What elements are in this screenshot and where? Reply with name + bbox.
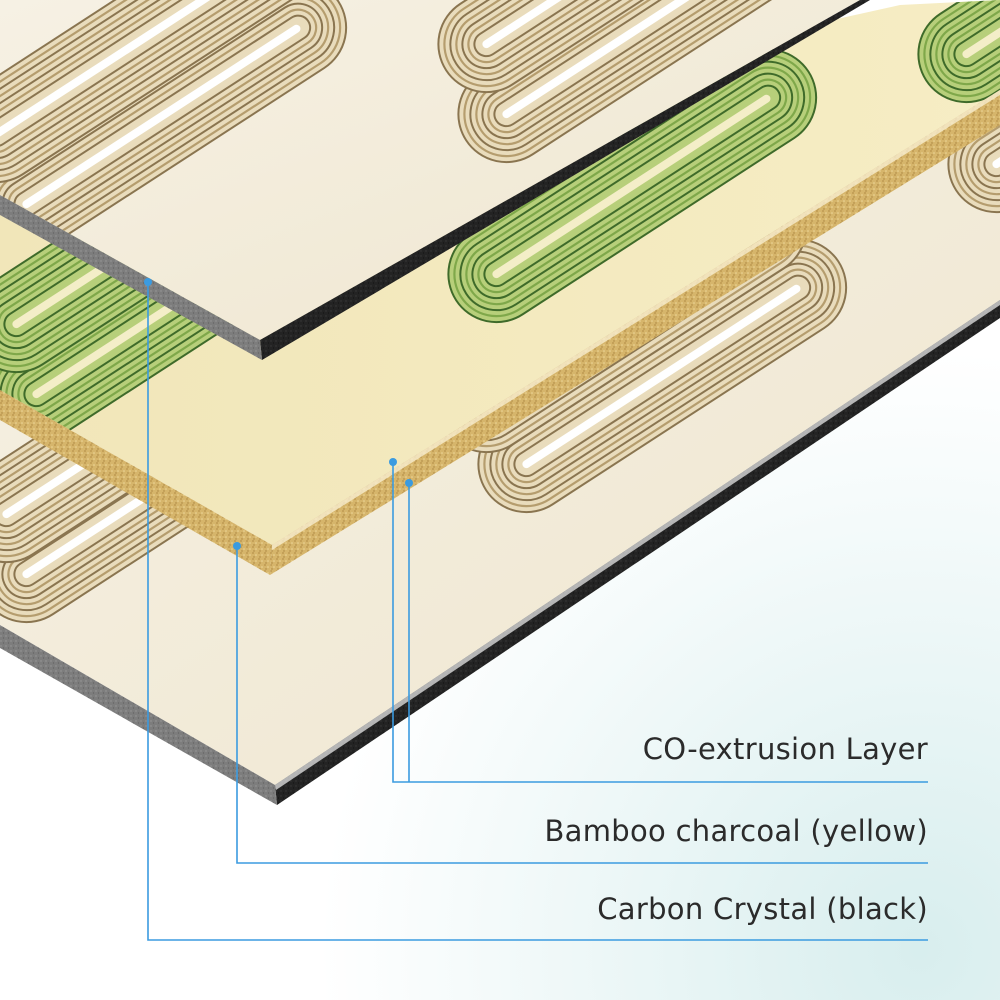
label-bamboo-charcoal: Bamboo charcoal (yellow) bbox=[544, 814, 928, 848]
label-coextrusion-layer: CO-extrusion Layer bbox=[642, 732, 928, 766]
leader-coextrusion bbox=[392, 462, 928, 783]
top-panel bbox=[0, 0, 870, 360]
leader-bamboo bbox=[236, 546, 928, 864]
leader-dot-coextrusion bbox=[389, 458, 397, 466]
leader-lines bbox=[147, 282, 928, 941]
middle-panel bbox=[0, 0, 1000, 575]
leader-carbon bbox=[147, 282, 928, 941]
leader-dot-bamboo bbox=[233, 542, 241, 550]
leader-dot-coextrusion-2 bbox=[405, 479, 413, 487]
leader-dot-carbon bbox=[144, 278, 152, 286]
label-carbon-crystal: Carbon Crystal (black) bbox=[597, 892, 928, 926]
